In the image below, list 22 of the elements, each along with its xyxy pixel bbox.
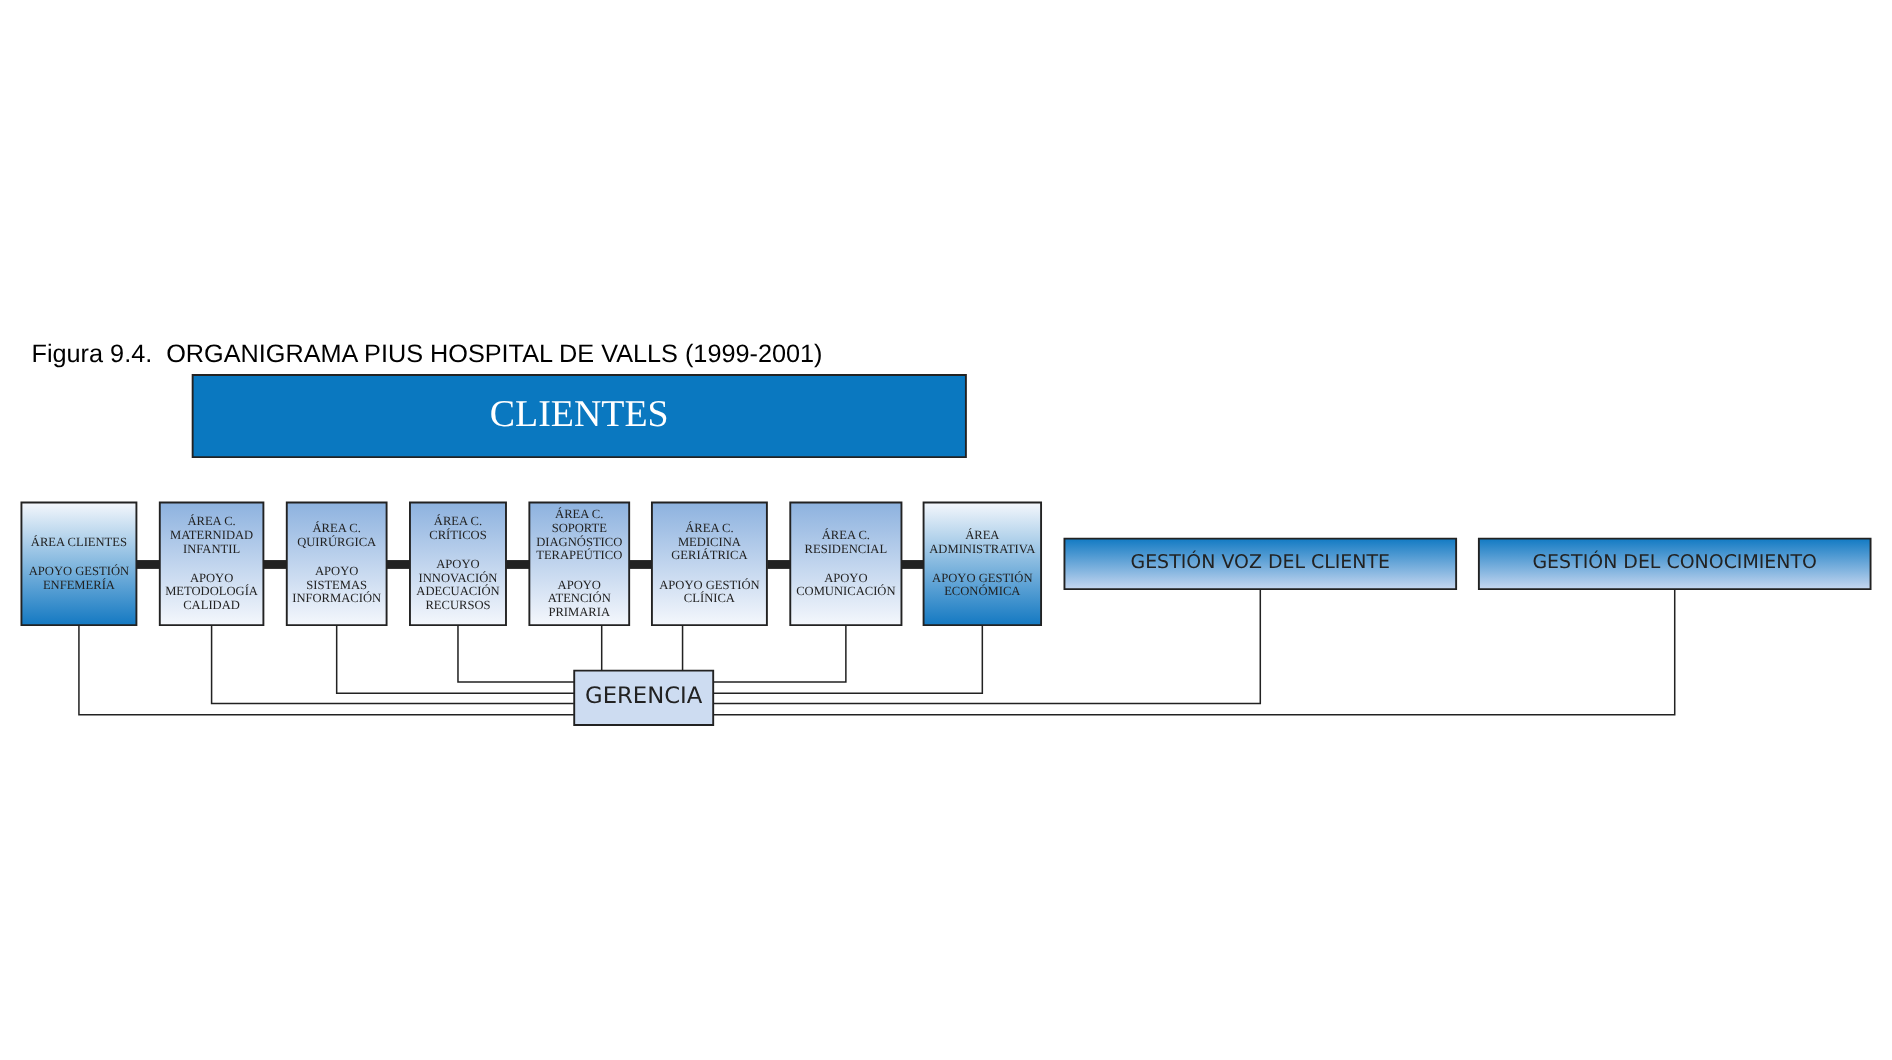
connector <box>335 623 575 694</box>
connector <box>78 623 575 715</box>
connector <box>681 623 684 671</box>
connector <box>712 623 984 694</box>
connector <box>263 559 287 568</box>
node-box: GERENCIA <box>573 668 715 725</box>
node-box: GESTIÓN VOZ DEL CLIENTE <box>1063 536 1458 590</box>
node-box: CLIENTES <box>191 373 967 458</box>
connector <box>901 559 924 568</box>
connector <box>136 559 160 568</box>
node-box: GESTIÓN DEL CONOCIMIENTO <box>1477 536 1872 590</box>
connector <box>629 559 652 568</box>
connector <box>386 559 410 568</box>
connector <box>712 587 1676 715</box>
connector <box>457 623 575 682</box>
connector <box>712 623 847 682</box>
connector <box>210 623 575 704</box>
connector <box>767 559 791 568</box>
connector <box>712 587 1262 704</box>
diagram-title: Figura 9.4. ORGANIGRAMA PIUS HOSPITAL DE VALLS (1999-2001) <box>31 339 823 368</box>
connector <box>600 623 603 671</box>
connector <box>506 559 530 568</box>
